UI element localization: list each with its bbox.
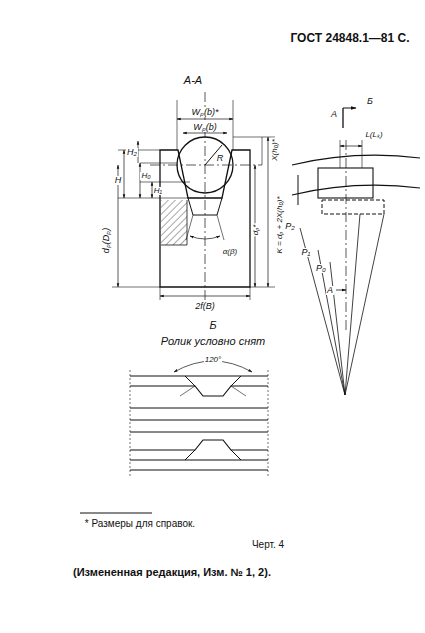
dimension-label: H₁ bbox=[153, 187, 163, 195]
view-letter: Б bbox=[209, 320, 216, 331]
dimension-label: X(h₀)* bbox=[271, 138, 279, 162]
page-header: ГОСТ 24848.1—81 С. bbox=[290, 32, 409, 44]
dimension-label: K = dₚ + 2X(h₀)* bbox=[276, 195, 284, 254]
footnote: * Размеры для справок. bbox=[85, 519, 195, 529]
angle-label: 120° bbox=[204, 356, 223, 364]
revision-note: (Измененная редакция, Изм. № 1, 2). bbox=[73, 567, 271, 578]
dimension-label: dₚ(Dₚ) bbox=[103, 226, 112, 254]
view-letter: А bbox=[331, 110, 337, 119]
dimension-label: 2f(B) bbox=[194, 302, 216, 311]
point-label: P₂ bbox=[284, 222, 295, 231]
angle-label: α(β) bbox=[222, 248, 238, 256]
dimension-label: Wₚ(b)* bbox=[191, 108, 220, 117]
point-label: P₁ bbox=[301, 248, 312, 257]
view-letter: Б bbox=[367, 97, 373, 106]
section-label: А-А bbox=[184, 75, 202, 86]
radius-label: R bbox=[216, 154, 225, 163]
dimension-label: H₀ bbox=[140, 172, 151, 180]
dimension-label: H₂ bbox=[126, 148, 138, 157]
dimension-label: L(Lₖ) bbox=[364, 131, 383, 139]
dimension-label: Wₚ(b) bbox=[192, 123, 218, 132]
figure-number: Черт. 4 bbox=[252, 540, 284, 550]
dimension-label: dₚ* bbox=[252, 224, 260, 237]
point-label: A bbox=[326, 286, 334, 295]
point-label: P₀ bbox=[315, 264, 327, 273]
dimension-label: H bbox=[114, 176, 123, 185]
view-note: Ролик условно снят bbox=[161, 336, 266, 347]
